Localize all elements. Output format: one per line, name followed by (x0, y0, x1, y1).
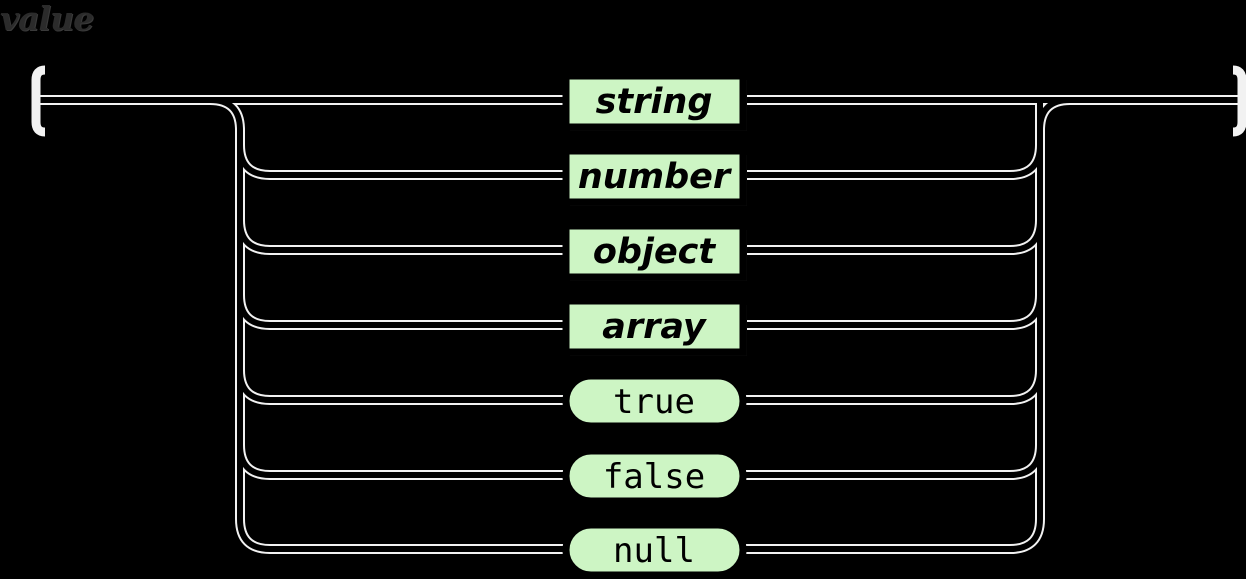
node-true[interactable]: true (562, 372, 747, 430)
rail-right-branch-object-core (742, 219, 1043, 253)
rail-left-branch-true (235, 369, 565, 405)
rail-right-branch-number (742, 144, 1045, 180)
node-string-label: string (596, 82, 713, 122)
rail-right-branch-array (742, 294, 1045, 330)
node-object-label: object (593, 232, 717, 272)
node-false[interactable]: false (562, 447, 747, 505)
node-array[interactable]: array (562, 297, 747, 356)
rail-left-branch-false-core (237, 444, 565, 478)
rail-left-branch-true-core (237, 369, 565, 403)
node-true-pill[interactable] (562, 372, 747, 430)
node-string-box[interactable] (562, 72, 747, 131)
rail-right-branch-false (742, 444, 1045, 480)
node-null[interactable]: null (562, 521, 747, 579)
rail-right-merge-core (1037, 97, 1071, 131)
node-null-label: null (613, 531, 695, 571)
rail-left-branch-number (235, 144, 565, 180)
node-array-box[interactable] (562, 297, 747, 356)
start-rail-endcap (31, 65, 46, 137)
rail-right-spine-core (742, 100, 1043, 552)
page-title: value (0, 0, 94, 38)
node-string[interactable]: string (562, 72, 747, 131)
rail-left-branch-array (235, 294, 565, 330)
rail-right-branch-false-core (742, 444, 1043, 478)
rail-group-inner (38, 97, 1238, 552)
node-false-label: false (603, 457, 705, 497)
node-object[interactable]: object (562, 222, 747, 281)
rail-right-branch-array-core (742, 294, 1043, 328)
rail-left-branch-number-core (237, 144, 565, 178)
rail-left-branch-object-core (237, 219, 565, 253)
rail-left-branch-false (235, 444, 565, 480)
node-number-label: number (578, 157, 733, 197)
node-null-pill[interactable] (562, 521, 747, 579)
node-array-label: array (602, 307, 708, 347)
node-object-box[interactable] (562, 222, 747, 281)
node-false-pill[interactable] (562, 447, 747, 505)
rail-left-spine-core (209, 97, 565, 552)
node-number[interactable]: number (562, 147, 747, 206)
rail-right-branch-true (742, 369, 1045, 405)
rail-left-branch-object (235, 219, 565, 255)
rail-right-branch-true-core (742, 369, 1043, 403)
rail-right-branch-object (742, 219, 1045, 255)
rail-right-branch-number-core (742, 144, 1043, 178)
end-rail-endcap (1232, 65, 1246, 137)
node-number-box[interactable] (562, 147, 747, 206)
rail-left-branch-array-core (237, 294, 565, 328)
node-true-label: true (613, 382, 695, 422)
